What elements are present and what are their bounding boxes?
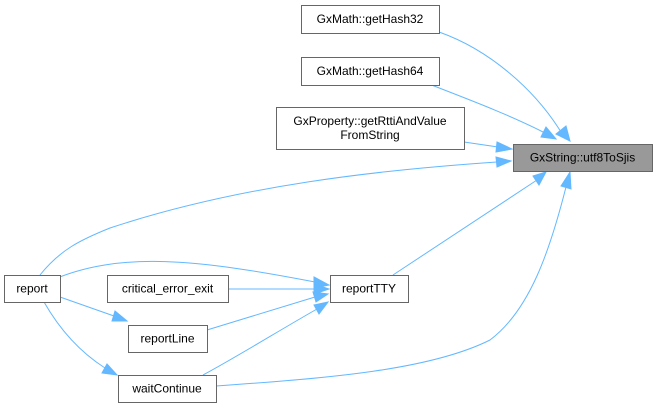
focus-node-box[interactable] [513, 144, 653, 172]
edge-line [206, 296, 316, 331]
edge-line [49, 260, 316, 283]
arrowhead-icon [495, 156, 513, 168]
arrowhead-icon [555, 125, 571, 142]
node-box[interactable] [107, 275, 229, 303]
edge-line [202, 308, 318, 376]
node-reportTTY[interactable]: reportTTY [330, 275, 409, 303]
edge-report-to-utf8ToSjis [39, 156, 513, 276]
edge-report-to-waitContinue [43, 301, 119, 376]
node-box[interactable] [118, 375, 217, 403]
arrowhead-icon [111, 310, 129, 322]
edge-line [59, 296, 115, 317]
edge-getHash64-to-utf8ToSjis [428, 83, 558, 140]
edge-line [463, 141, 499, 148]
node-label: GxMath::getHash64 [317, 64, 424, 78]
node-getHash64[interactable]: GxMath::getHash64 [301, 57, 440, 86]
edge-getRtti-to-utf8ToSjis [463, 141, 514, 153]
node-box[interactable] [128, 325, 208, 353]
edge-reportLine-to-reportTTY [206, 291, 330, 331]
arrowhead-icon [540, 126, 558, 140]
edge-line [39, 161, 498, 276]
nodes-layer: GxMath::getHash32GxMath::getHash64GxProp… [4, 5, 653, 403]
node-label: reportLine [140, 332, 194, 346]
arrowhead-icon [313, 283, 331, 295]
edges-layer [39, 31, 572, 387]
edge-waitContinue-to-utf8ToSjis [215, 170, 572, 387]
edge-line [438, 31, 562, 133]
edge-reportTTY-to-utf8ToSjis [392, 171, 548, 276]
edge-waitContinue-to-reportTTY [202, 301, 330, 376]
node-label: reportTTY [342, 282, 396, 296]
node-label: GxString::utf8ToSjis [530, 151, 635, 165]
edge-line [43, 301, 106, 369]
arrowhead-icon [312, 291, 330, 303]
arrowhead-icon [532, 171, 548, 186]
node-box[interactable] [330, 275, 409, 303]
edge-line [215, 186, 567, 387]
node-box[interactable] [4, 275, 61, 303]
node-label: GxProperty::getRttiAndValue [293, 114, 447, 128]
node-box[interactable] [301, 57, 440, 86]
node-box[interactable] [276, 107, 465, 150]
node-label: critical_error_exit [122, 282, 214, 296]
arrowhead-icon [313, 301, 330, 315]
edge-getHash32-to-utf8ToSjis [438, 31, 571, 142]
edge-criticalErrorExit-to-reportTTY [228, 283, 331, 295]
node-label: GxMath::getHash32 [317, 12, 424, 26]
arrowhead-icon [101, 363, 119, 376]
node-getHash32[interactable]: GxMath::getHash32 [301, 5, 440, 34]
edge-report-to-reportLine [59, 296, 129, 322]
node-criticalErrorExit[interactable]: critical_error_exit [107, 275, 229, 303]
node-report[interactable]: report [4, 275, 61, 303]
node-label: waitContinue [131, 382, 202, 396]
node-label: FromString [340, 128, 399, 142]
edge-line [392, 179, 538, 276]
arrowhead-icon [495, 141, 514, 153]
node-reportLine[interactable]: reportLine [128, 325, 208, 353]
node-label: report [16, 282, 48, 296]
node-waitContinue[interactable]: waitContinue [118, 375, 217, 403]
node-box[interactable] [301, 5, 440, 34]
edge-line [428, 83, 546, 134]
node-utf8ToSjis[interactable]: GxString::utf8ToSjis [513, 144, 653, 172]
arrowhead-icon [560, 170, 572, 190]
